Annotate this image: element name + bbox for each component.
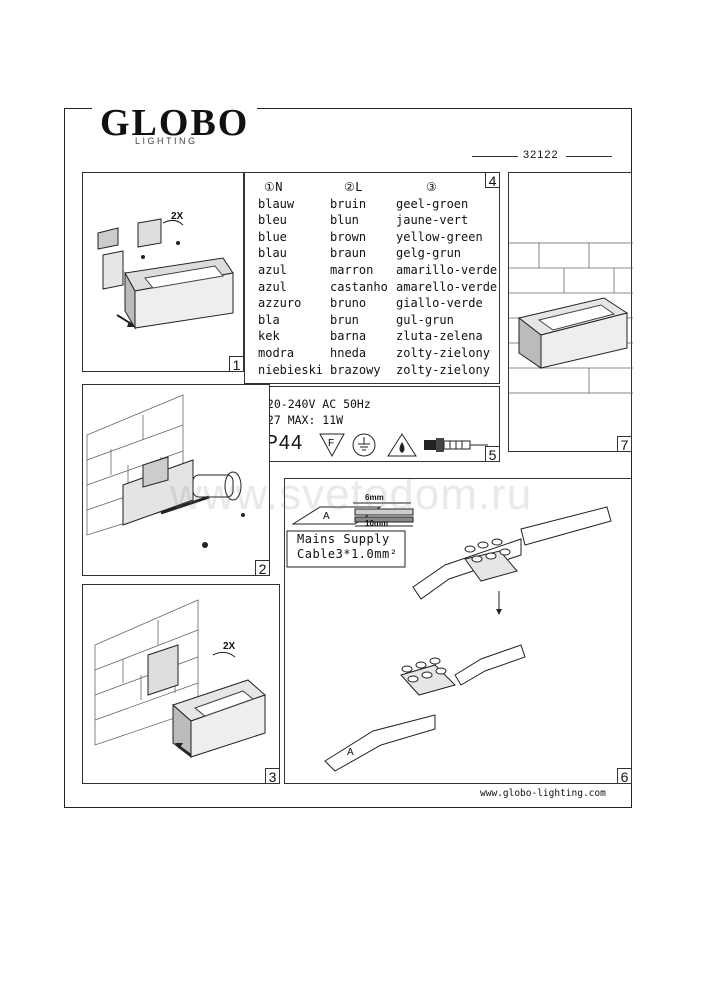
step-number-3: 3 (265, 768, 280, 785)
spec-symbols: F (319, 433, 488, 458)
spec-bulb: E27 MAX: 11W (260, 413, 344, 427)
panel-step-2: 2 (82, 384, 270, 577)
installed-lamp-illustration (509, 242, 633, 394)
model-rule-left (472, 156, 518, 157)
water-drop-icon (387, 433, 417, 457)
step-number-5: 5 (485, 446, 500, 463)
mains-supply-text: Mains Supply (297, 532, 390, 546)
model-number: 32122 (523, 149, 559, 161)
rotate-label: 2X (171, 211, 184, 222)
watermark-text: www.svetodom.ru (170, 470, 533, 519)
spec-voltage: 220-240V AC 50Hz (260, 397, 371, 411)
wire-table-header: ①N ②L ③ (258, 179, 497, 196)
lamp-fitting-illustration (94, 599, 266, 759)
wiring-illustration (286, 502, 612, 772)
step-number-1: 1 (229, 356, 244, 373)
earth-icon (352, 433, 376, 457)
mains-cable-text: Cable3*1.0mm² (297, 547, 398, 561)
step-number-2: 2 (255, 560, 270, 577)
website-link[interactable]: www.globo-lighting.com (480, 788, 606, 799)
page-frame (64, 108, 632, 808)
panel-wiring: 6mm 10mm A A 6 (284, 478, 632, 785)
panel-step-1: 2X 1 (82, 172, 244, 373)
wall-drilling-illustration (86, 394, 245, 548)
conductor-label-a: A (347, 747, 354, 758)
strip-length-6mm: 6mm (365, 493, 384, 502)
svg-text:F: F (328, 438, 334, 449)
panel-wire-colors: 4 (244, 172, 500, 384)
brand-sub: LIGHTING (131, 136, 202, 146)
f-mark-icon: F (319, 433, 345, 458)
step-number-7: 7 (617, 436, 632, 453)
conductor-label-a: A (323, 511, 330, 522)
strip-length-10mm: 10mm (365, 519, 389, 528)
model-rule-right (566, 156, 612, 157)
step-number-4: 4 (485, 172, 500, 189)
rotate-label: 2X (223, 641, 236, 652)
lamp-bulb-icon (424, 438, 488, 452)
mains-supply-label: Mains Supply Cable3*1.0mm² (297, 532, 397, 562)
panel-step-3: 2X 3 (82, 584, 280, 785)
header-neutral: ①N (264, 180, 283, 194)
step-number-6: 6 (617, 768, 632, 785)
header-earth: ③ (426, 180, 438, 194)
lamp-mount-illustration (97, 218, 234, 330)
spec-block: 220-240V AC 50Hz E27 MAX: 11W (260, 396, 371, 428)
panel-step-7: 7 (508, 172, 633, 453)
header-live: ②L (344, 180, 363, 194)
